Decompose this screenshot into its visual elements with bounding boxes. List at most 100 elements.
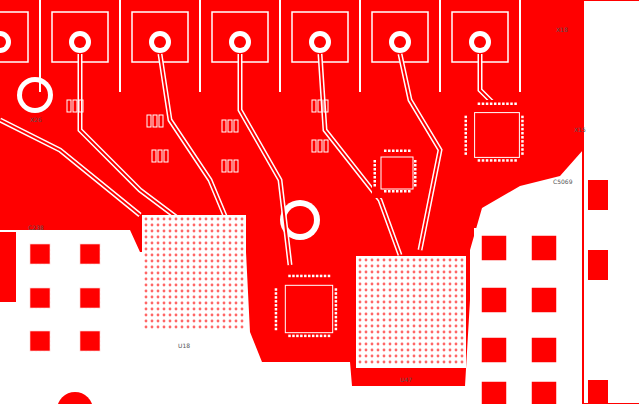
qfn-pin <box>490 103 493 106</box>
bga-ball <box>377 289 380 292</box>
connector-pad <box>69 31 91 53</box>
bga-ball <box>377 301 380 304</box>
bga-ball <box>211 326 214 329</box>
qfn-pin <box>493 261 496 264</box>
qfn-pin <box>510 103 512 106</box>
bga-ball <box>241 296 244 299</box>
qfn-pin <box>37 265 40 268</box>
bga-ball <box>419 313 422 316</box>
bga-ball <box>431 343 434 346</box>
bga-ball <box>205 272 208 275</box>
qfn-pin <box>478 159 481 162</box>
qfn-pin <box>557 251 560 254</box>
qfn-pin <box>475 384 478 387</box>
qfn-pad <box>531 287 557 313</box>
qfn-pin <box>552 375 555 378</box>
bga-ball <box>359 319 362 322</box>
bga-ball <box>395 307 398 310</box>
bga-ball <box>389 349 392 352</box>
qfn-pin <box>557 256 560 258</box>
qfn-pin <box>486 159 489 162</box>
bga-ball <box>377 271 380 274</box>
qfn-pin <box>324 275 327 278</box>
bga-ball <box>163 308 166 311</box>
qfn-pin <box>475 340 478 343</box>
bga-ball <box>157 320 160 323</box>
bga-ball <box>401 337 404 340</box>
qfn-pin <box>275 324 278 327</box>
bga-ball <box>377 283 380 286</box>
qfn-pin <box>414 164 417 167</box>
bga-ball <box>241 308 244 311</box>
qfn-pad <box>30 244 50 264</box>
qfn-pin <box>41 239 44 242</box>
qfn-pin <box>475 243 478 246</box>
part-label: X18 <box>556 26 568 33</box>
bga-ball <box>431 361 434 364</box>
bga-ball <box>145 242 148 245</box>
bga-ball <box>169 272 172 275</box>
bga-ball <box>187 230 190 233</box>
qfn-pin <box>507 238 510 241</box>
qfn-pin <box>87 309 90 312</box>
qfn-pin <box>557 384 560 387</box>
bga-ball <box>425 361 428 364</box>
bga-ball <box>151 290 154 293</box>
bga-ball <box>217 302 220 305</box>
qfn-pad <box>481 381 507 404</box>
qfn-pin <box>490 159 493 162</box>
bga-ball <box>211 242 214 245</box>
qfn-pin <box>275 288 278 291</box>
qfn-outline <box>24 282 56 314</box>
bga-ball <box>449 331 452 334</box>
bga-ball <box>359 313 362 316</box>
bga-ball <box>461 283 464 286</box>
bga-ball <box>431 271 434 274</box>
qfn-pin <box>525 353 528 356</box>
bga-ball <box>383 355 386 358</box>
qfn-pin <box>557 308 560 311</box>
bga-ball <box>169 326 172 329</box>
bga-ball <box>449 259 452 262</box>
qfn-pin <box>335 328 338 331</box>
qfn-pad <box>285 285 332 332</box>
bga-ball <box>241 260 244 263</box>
bga-ball <box>169 242 172 245</box>
bga-ball <box>455 301 458 304</box>
qfn-pin <box>400 150 403 153</box>
bga-ball <box>437 343 440 346</box>
bga-ball <box>157 272 160 275</box>
bga-ball <box>235 248 238 251</box>
qfn-pin <box>75 291 78 294</box>
bga-ball <box>455 259 458 262</box>
bga-ball <box>157 302 160 305</box>
bga-ball <box>359 349 362 352</box>
passive-pad <box>324 100 328 112</box>
qfn-pin <box>41 309 44 312</box>
qfn-outline <box>74 238 106 270</box>
qfn-pin <box>525 290 528 293</box>
bga-ball <box>377 313 380 316</box>
bga-ball <box>181 320 184 323</box>
bga-ball <box>163 290 166 293</box>
bga-ball <box>199 230 202 233</box>
bga-ball <box>181 278 184 281</box>
qfn-pin <box>521 132 524 135</box>
bga-ball <box>371 325 374 328</box>
qfn-pin <box>25 346 28 349</box>
passive-pad <box>222 160 226 172</box>
edge-connector <box>588 380 608 404</box>
bga-ball <box>443 259 446 262</box>
qfn-pin <box>534 331 537 334</box>
bga-ball <box>187 290 190 293</box>
trace-clearance <box>0 120 140 215</box>
bga-ball <box>371 277 374 280</box>
qfn-pin <box>498 159 501 162</box>
trace <box>80 54 200 235</box>
bga-ball <box>187 242 190 245</box>
bga-ball <box>145 260 148 263</box>
bga-ball <box>389 283 392 286</box>
qfn-pin <box>543 229 546 232</box>
qfn-pin <box>525 393 528 396</box>
bga-ball <box>443 295 446 298</box>
